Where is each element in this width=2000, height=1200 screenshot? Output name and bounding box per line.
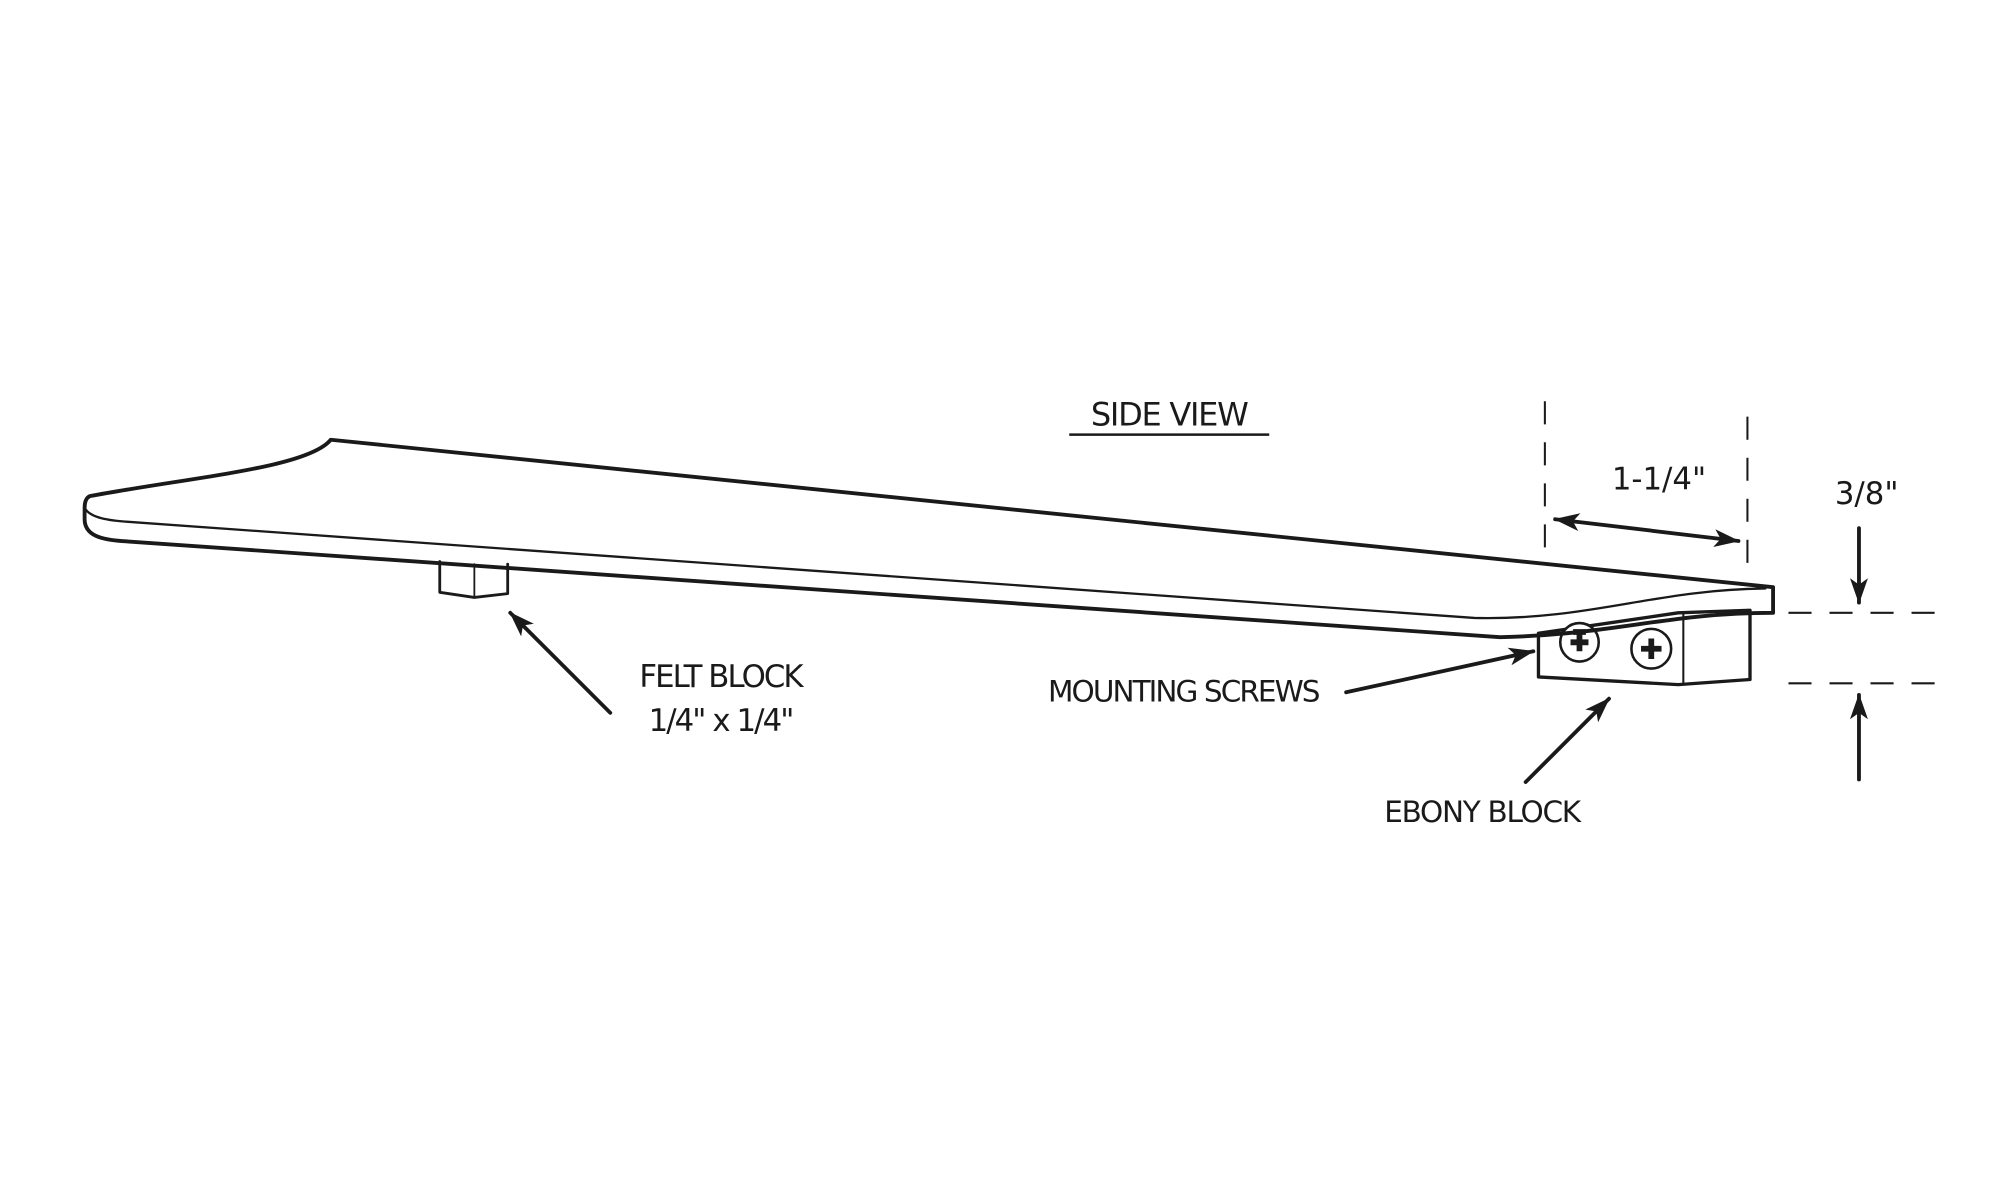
mounting-screws-label: MOUNTING SCREWS [1048, 674, 1320, 708]
ebony-block [1536, 608, 1752, 687]
dimension-length: 1-1/4" [1543, 401, 1749, 577]
ebony-block-label: EBONY BLOCK [1384, 795, 1581, 829]
ebony-block-arrow [1523, 696, 1611, 784]
mounting-screws-arrow [1344, 647, 1536, 695]
shelf [82, 437, 1776, 640]
diagram-title: SIDE VIEW [1091, 396, 1248, 434]
felt-block-label: FELT BLOCK [639, 659, 804, 695]
mounting-screw-icon [1630, 627, 1673, 670]
felt-block-size-label: 1/4" x 1/4" [649, 703, 793, 739]
dimension-height: 3/8" [1788, 476, 1939, 782]
dimension-height-label: 3/8" [1835, 476, 1899, 512]
felt-block-arrow [508, 610, 613, 715]
felt-block [438, 560, 510, 599]
dimension-length-label: 1-1/4" [1612, 462, 1706, 498]
